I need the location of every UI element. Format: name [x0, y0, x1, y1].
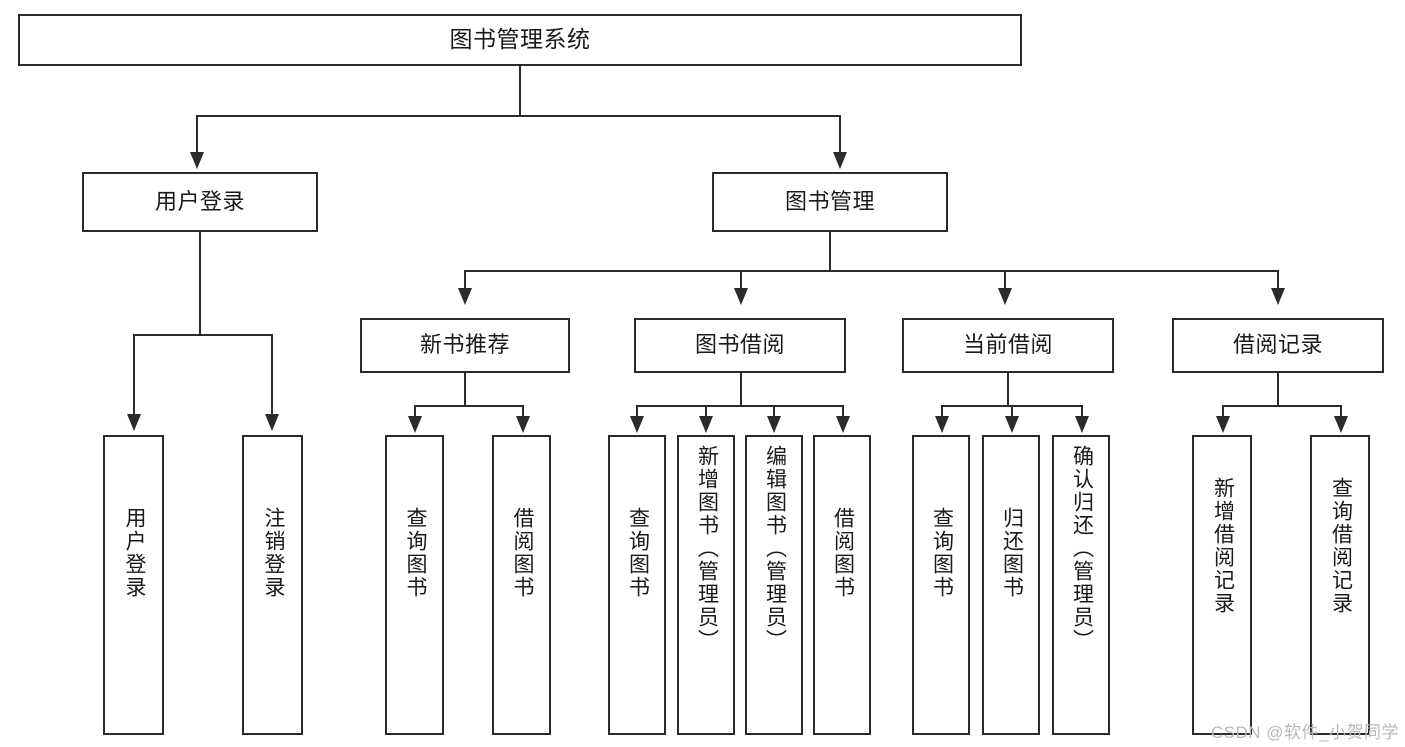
connector-current-borrow-stem: [1007, 373, 1009, 406]
connector-drop-leaf-borrow-book-2: [842, 405, 844, 420]
connector-drop-leaf-add-record: [1222, 405, 1224, 420]
node-label: 确认归还（管理员）: [1070, 445, 1094, 652]
leaf-query-book-3[interactable]: 查询图书: [912, 435, 970, 735]
connector-book-manage-stem: [829, 232, 831, 272]
connector-drop-new-book-recommend: [464, 270, 466, 300]
node-root-system[interactable]: 图书管理系统: [18, 14, 1022, 66]
arrowhead-icon: [516, 416, 530, 433]
connector-drop-leaf-confirm-return: [1081, 405, 1083, 420]
connector-drop-leaf-borrow-book-1: [522, 405, 524, 420]
node-label: 查询图书: [930, 507, 954, 599]
arrowhead-icon: [127, 414, 141, 431]
node-label: 新书推荐: [419, 332, 510, 358]
node-borrow-record[interactable]: 借阅记录: [1172, 318, 1384, 373]
connector-root-stem: [519, 66, 521, 116]
connector-drop-leaf-return-book: [1011, 405, 1013, 420]
connector-root-bus: [196, 115, 841, 117]
connector-new-book-recommend-bus: [414, 405, 524, 407]
connector-drop-leaf-query-book-3: [941, 405, 943, 420]
arrowhead-icon: [190, 152, 204, 169]
node-label: 归还图书: [1000, 507, 1024, 599]
connector-drop-leaf-query-record: [1340, 405, 1342, 420]
node-user-login[interactable]: 用户登录: [82, 172, 318, 232]
arrowhead-icon: [458, 288, 472, 305]
node-label: 新增借阅记录: [1211, 477, 1235, 615]
leaf-user-logout[interactable]: 注销登录: [242, 435, 303, 735]
node-label: 图书借阅: [694, 332, 785, 358]
arrowhead-icon: [935, 416, 949, 433]
connector-borrow-record-stem: [1277, 373, 1279, 406]
arrowhead-icon: [836, 416, 850, 433]
leaf-borrow-book-1[interactable]: 借阅图书: [492, 435, 551, 735]
arrowhead-icon: [630, 416, 644, 433]
node-label: 编辑图书（管理员）: [763, 445, 787, 652]
connector-drop-leaf-user-login: [133, 334, 135, 417]
arrowhead-icon: [1005, 416, 1019, 433]
arrowhead-icon: [1334, 416, 1348, 433]
leaf-user-login[interactable]: 用户登录: [103, 435, 164, 735]
node-label: 图书管理: [784, 188, 875, 214]
leaf-query-book-2[interactable]: 查询图书: [608, 435, 666, 735]
connector-drop-borrow-record: [1277, 270, 1279, 300]
node-label: 查询图书: [403, 507, 427, 599]
connector-user-login-stem: [199, 232, 201, 335]
leaf-query-book-1[interactable]: 查询图书: [385, 435, 444, 735]
node-label: 借阅记录: [1232, 332, 1323, 358]
arrowhead-icon: [833, 152, 847, 169]
arrowhead-icon: [767, 416, 781, 433]
node-label: 查询借阅记录: [1329, 477, 1353, 615]
connector-user-login-bus: [133, 334, 272, 336]
arrowhead-icon: [1075, 416, 1089, 433]
connector-new-book-recommend-stem: [464, 373, 466, 406]
node-current-borrow[interactable]: 当前借阅: [902, 318, 1114, 373]
node-label: 新增图书（管理员）: [695, 445, 719, 652]
node-book-borrow[interactable]: 图书借阅: [634, 318, 846, 373]
connector-drop-leaf-add-book: [705, 405, 707, 420]
connector-borrow-record-bus: [1222, 405, 1342, 407]
connector-drop-leaf-user-logout: [271, 334, 273, 417]
node-label: 当前借阅: [962, 332, 1053, 358]
arrowhead-icon: [408, 416, 422, 433]
connector-drop-leaf-query-book-1: [414, 405, 416, 420]
leaf-query-record[interactable]: 查询借阅记录: [1310, 435, 1370, 735]
arrowhead-icon: [998, 288, 1012, 305]
connector-drop-book-borrow: [740, 270, 742, 300]
node-book-manage[interactable]: 图书管理: [712, 172, 948, 232]
node-label: 借阅图书: [510, 507, 534, 599]
node-label: 注销登录: [261, 507, 285, 599]
arrowhead-icon: [265, 414, 279, 431]
leaf-add-book[interactable]: 新增图书（管理员）: [677, 435, 735, 735]
node-label: 借阅图书: [831, 507, 855, 599]
leaf-edit-book[interactable]: 编辑图书（管理员）: [745, 435, 803, 735]
arrowhead-icon: [734, 288, 748, 305]
node-label: 图书管理系统: [449, 26, 591, 53]
connector-drop-leaf-query-book-2: [636, 405, 638, 420]
connector-book-borrow-stem: [740, 373, 742, 406]
node-label: 用户登录: [122, 507, 146, 599]
node-label: 查询图书: [626, 507, 650, 599]
leaf-confirm-return[interactable]: 确认归还（管理员）: [1052, 435, 1110, 735]
connector-book-borrow-bus: [636, 405, 844, 407]
arrowhead-icon: [699, 416, 713, 433]
connector-book-manage-bus: [464, 270, 1279, 272]
leaf-borrow-book-2[interactable]: 借阅图书: [813, 435, 871, 735]
connector-drop-current-borrow: [1004, 270, 1006, 300]
watermark-credit: CSDN @软件_小贺同学: [1210, 723, 1399, 742]
node-new-book-recommend[interactable]: 新书推荐: [360, 318, 570, 373]
arrowhead-icon: [1216, 416, 1230, 433]
arrowhead-icon: [1271, 288, 1285, 305]
connector-drop-leaf-edit-book: [773, 405, 775, 420]
leaf-add-record[interactable]: 新增借阅记录: [1192, 435, 1252, 735]
leaf-return-book[interactable]: 归还图书: [982, 435, 1040, 735]
node-label: 用户登录: [154, 188, 245, 214]
connector-root-to-book-manage: [839, 115, 841, 155]
connector-root-to-user-login: [196, 115, 198, 155]
